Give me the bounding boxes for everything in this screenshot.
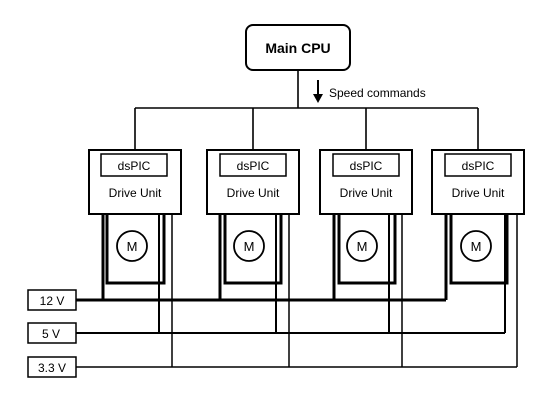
rail-12v-source: 12 V [27,289,77,311]
dspic-label: dsPIC [237,159,270,173]
drive-unit-2: dsPIC Drive Unit [206,149,300,215]
motor-label: M [357,239,368,254]
drive-unit-4: dsPIC Drive Unit [431,149,525,215]
main-cpu-label: Main CPU [265,40,330,56]
motor-label: M [127,239,138,254]
rail-5v-wires [76,214,506,334]
rail-label: 5 V [42,327,60,341]
rail-3v3-source: 3.3 V [27,356,77,378]
motor-2: M [233,230,265,262]
dspic-chip [219,153,287,177]
main-cpu-block: Main CPU [245,24,351,71]
rail-3v3-wires [76,214,518,368]
command-bus [134,70,479,150]
rail-label: 3.3 V [38,361,66,375]
dspic-label: dsPIC [118,159,151,173]
drive-unit-label: Drive Unit [227,186,280,200]
dspic-chip [100,153,168,177]
motor-3: M [346,230,378,262]
drive-unit-1: dsPIC Drive Unit [88,149,182,215]
motor-4: M [460,230,492,262]
drive-unit-label: Drive Unit [452,186,505,200]
dspic-chip [444,153,512,177]
drive-unit-3: dsPIC Drive Unit [319,149,413,215]
rail-label: 12 V [40,294,65,308]
dspic-chip [332,153,400,177]
down-arrow-icon [313,80,323,103]
dspic-label: dsPIC [350,159,383,173]
motor-label: M [244,239,255,254]
motor-label: M [471,239,482,254]
drive-unit-label: Drive Unit [109,186,162,200]
dspic-label: dsPIC [462,159,495,173]
motor-1: M [116,230,148,262]
rail-5v-source: 5 V [27,322,77,344]
rail-12v-wires [76,214,448,302]
speed-commands-label: Speed commands [329,86,426,100]
drive-unit-label: Drive Unit [340,186,393,200]
motor-wiring [105,214,509,285]
